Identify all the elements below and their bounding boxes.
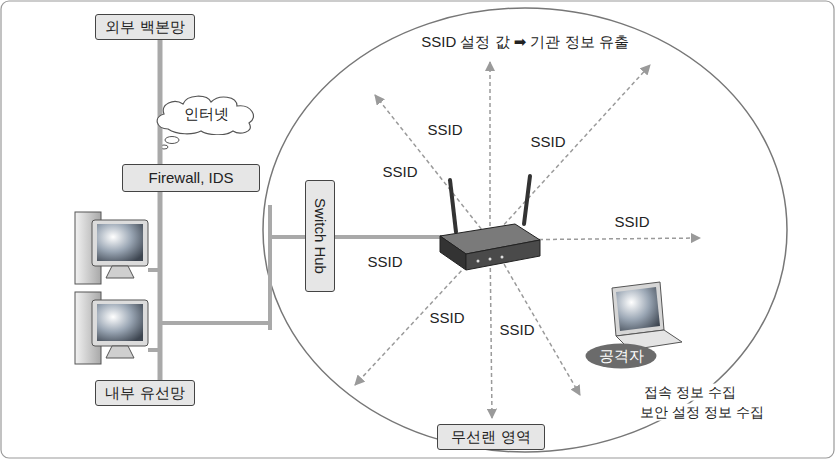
node-text: Firewall, IDS [148, 169, 233, 187]
ssid-label: SSID [380, 163, 419, 181]
node-text: 외부 백본망 [105, 18, 184, 36]
node-text: 인터넷 [184, 105, 229, 123]
network-box: 내부 유선망 [95, 380, 195, 406]
node-text: 공격자 [599, 347, 644, 365]
node-text: 내부 유선망 [105, 384, 184, 402]
security-box: Firewall, IDS [122, 164, 260, 192]
attacker-badge: 공격자 [585, 343, 657, 369]
node-text: 무선랜 영역 [451, 428, 530, 446]
note-text: 접속 정보 수집 [642, 384, 738, 401]
computer [75, 292, 148, 364]
ssid-broadcast-arrows [355, 62, 700, 418]
internet-cloud: 인터넷 [150, 93, 262, 135]
wired-lines [148, 205, 450, 350]
area-label-box: 무선랜 영역 [437, 424, 545, 450]
backbone-line [158, 192, 163, 380]
computer [75, 212, 148, 284]
ssid-label: SSID [528, 133, 567, 151]
switch-box: Switch Hub [305, 180, 335, 292]
note-text: 보안 설정 정보 수집 [638, 404, 766, 421]
wlan-area [263, 8, 787, 452]
ssid-label: SSID [497, 321, 536, 339]
ssid-label: SSID [365, 253, 404, 271]
title-text: SSID 설정 값 ➡ 기관 정보 유출 [419, 33, 631, 51]
access-point [440, 176, 540, 270]
ssid-label: SSID [427, 309, 466, 327]
backbone-line [158, 40, 163, 164]
ssid-label: SSID [612, 213, 651, 231]
cloud-bubbles [160, 137, 179, 150]
node-text: Switch Hub [311, 198, 329, 274]
ssid-label: SSID [425, 121, 464, 139]
network-box: 외부 백본망 [95, 14, 195, 40]
laptop [612, 282, 682, 350]
